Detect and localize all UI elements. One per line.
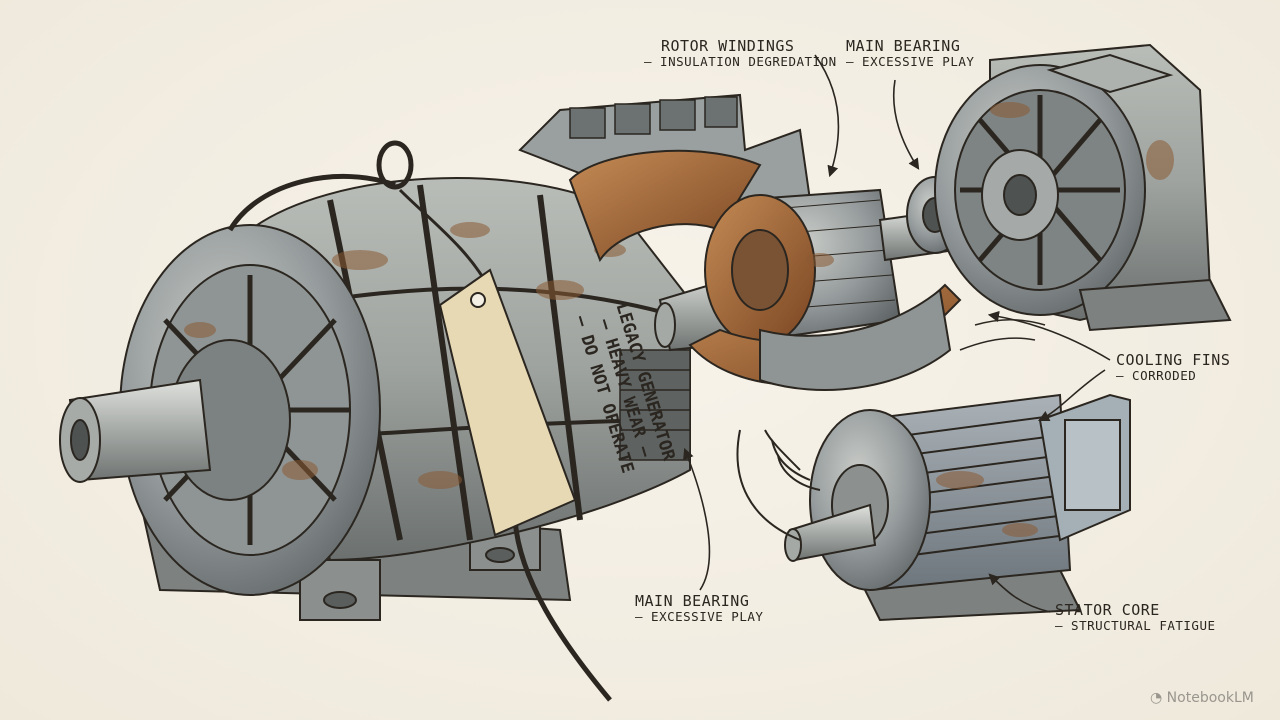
finned-motor [736,393,1131,622]
cooling-fin-swoosh [959,319,1046,351]
warning-tag [438,268,577,537]
label-rotor-windings: ROTOR WINDINGS – INSULATION DEGREDATION [644,37,837,70]
watermark-icon: ◔ [1150,690,1163,706]
label-main-bearing-top-title: MAIN BEARING [846,37,961,55]
label-rotor-windings-sub: – INSULATION DEGREDATION [644,54,837,70]
arrow-main-bearing-bottom [683,447,711,591]
annotation-arrows [683,54,1111,613]
watermark-text: NotebookLM [1166,690,1254,706]
watermark: ◔ NotebookLM [1150,690,1254,706]
arrow-main-bearing-top [892,79,920,170]
arrow-rotor-windings [814,54,840,178]
end-housing [934,43,1232,332]
stator-shell-lower [688,283,962,391]
label-main-bearing-bottom: MAIN BEARING – EXCESSIVE PLAY [635,592,764,625]
label-cooling-fins: COOLING FINS – CORRODED [1116,351,1231,384]
arrow-cooling-fins-lower [1037,369,1106,422]
label-stator-core: STATOR CORE – STRUCTURAL FATIGUE [1055,601,1216,634]
rust-patches-right [806,102,1174,537]
label-main-bearing-bottom-title: MAIN BEARING [635,592,750,610]
label-cooling-fins-title: COOLING FINS [1116,351,1231,369]
label-stator-core-title: STATOR CORE [1055,601,1160,619]
rust-patches [184,222,626,489]
arrow-cooling-fins-upper [987,310,1111,361]
label-cooling-fins-sub: – CORRODED [1116,368,1197,384]
arrow-stator-core [988,573,1051,613]
label-main-bearing-top: MAIN BEARING – EXCESSIVE PLAY [846,37,975,70]
label-stator-core-sub: – STRUCTURAL FATIGUE [1055,618,1216,634]
label-rotor-windings-title: ROTOR WINDINGS [661,37,795,55]
label-main-bearing-top-sub: – EXCESSIVE PLAY [846,54,975,70]
stator-housing-section [518,93,812,263]
label-main-bearing-bottom-sub: – EXCESSIVE PLAY [635,609,764,625]
